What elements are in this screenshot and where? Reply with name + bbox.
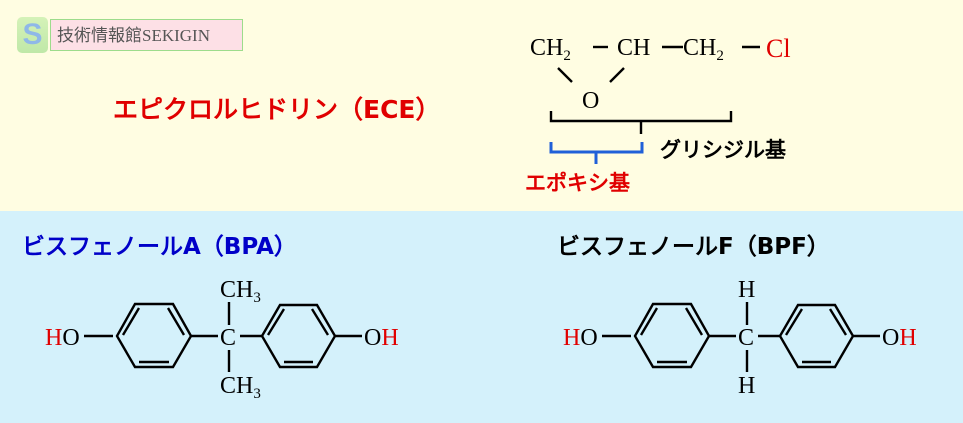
bpf-structure: HO C H H OH [563, 277, 917, 399]
bpa-structure: HO C CH3 CH3 OH [45, 277, 399, 402]
hydrogen-top: H [738, 277, 755, 303]
bisphenol-panel [0, 211, 963, 423]
oxygen: O [582, 88, 599, 114]
epoxy-label: エポキシ基 [525, 171, 631, 195]
central-carbon: C [738, 325, 754, 351]
svg-text:HO: HO [45, 325, 80, 351]
central-carbon: C [220, 325, 236, 351]
benzene-ring-right [778, 303, 855, 369]
chlorine: Cl [766, 34, 791, 63]
ch2-b: CH2 [683, 35, 724, 64]
ece-title: エピクロルヒドリン（ECE） [113, 95, 441, 124]
bond [557, 67, 573, 83]
svg-text:OH: OH [882, 325, 917, 351]
ch2-a: CH2 [530, 35, 571, 64]
methyl-bottom: CH3 [220, 373, 261, 402]
methyl-top: CH3 [220, 277, 261, 306]
logo-icon[interactable]: S [17, 17, 48, 53]
glycidyl-label: グリシジル基 [660, 138, 787, 162]
epoxy-bracket [549, 142, 644, 164]
bond [609, 67, 625, 83]
ece-formula: CH2 CH CH2 Cl O [530, 34, 791, 114]
glycidyl-bracket [549, 111, 733, 134]
benzene-ring-left [115, 302, 193, 369]
bpf-title: ビスフェノールF（BPF） [557, 233, 830, 260]
benzene-ring-left [633, 302, 711, 369]
benzene-ring-right [260, 303, 337, 369]
svg-text:OH: OH [364, 325, 399, 351]
logo-label[interactable]: 技術情報館SEKIGIN [50, 19, 243, 51]
ch: CH [617, 35, 650, 61]
bpa-title: ビスフェノールA（BPA） [22, 233, 297, 260]
hydrogen-bottom: H [738, 373, 755, 399]
svg-text:HO: HO [563, 325, 598, 351]
